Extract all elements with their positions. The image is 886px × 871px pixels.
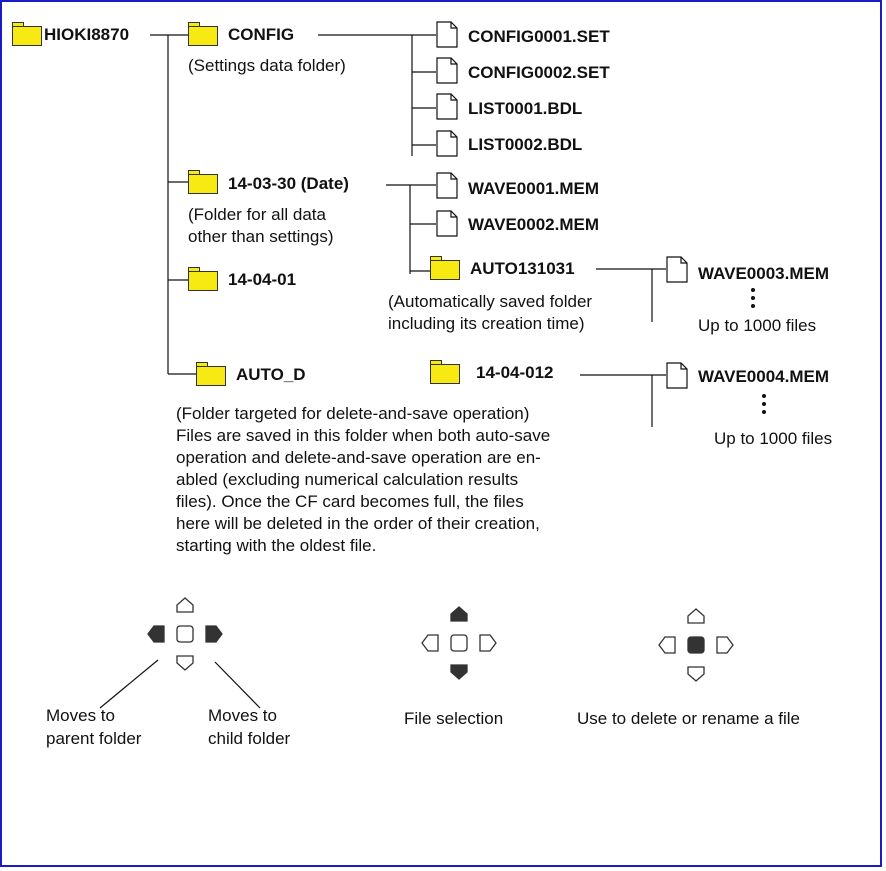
file-icon	[436, 210, 458, 237]
auto-file-label: WAVE0003.MEM	[698, 264, 830, 283]
auto-file-limit: Up to 1000 files	[698, 316, 817, 335]
auto-d-sub-folder-icon	[430, 360, 460, 384]
date-folder-label: 14-03-30 (Date)	[228, 174, 349, 193]
config-file-3: LIST0001.BDL	[468, 99, 583, 118]
file-icon	[436, 93, 458, 120]
date-folder-description: (Folder for all data other than settings…	[188, 205, 334, 246]
root-folder-icon	[12, 22, 42, 46]
delete-rename-caption: Use to delete or rename a file	[577, 709, 801, 728]
more-files-dots	[751, 288, 755, 312]
more-files-dots	[762, 394, 766, 418]
auto-d-description: (Folder targeted for delete-and-save ope…	[176, 404, 551, 555]
file-icon	[666, 256, 688, 283]
config-file-1: CONFIG0001.SET	[468, 27, 610, 46]
config-file-2: CONFIG0002.SET	[468, 63, 610, 82]
config-description: (Settings data folder)	[188, 56, 346, 75]
second-date-folder-label: 14-04-01	[228, 270, 297, 289]
file-icon	[436, 130, 458, 157]
auto-d-sub-folder-label: 14-04-012	[476, 363, 554, 382]
config-file-4: LIST0002.BDL	[468, 135, 583, 154]
child-folder-caption: Moves to child folder	[208, 706, 291, 748]
date-file-1: WAVE0001.MEM	[468, 179, 600, 198]
auto-d-file-label: WAVE0004.MEM	[698, 367, 830, 386]
keypad-center-icon	[658, 608, 734, 682]
config-folder-icon	[188, 22, 218, 46]
date-file-2: WAVE0002.MEM	[468, 215, 600, 234]
file-icon	[436, 57, 458, 84]
auto-d-file-limit: Up to 1000 files	[714, 429, 833, 448]
second-date-folder-icon	[188, 267, 218, 291]
date-folder-icon	[188, 170, 218, 194]
auto-d-folder-label: AUTO_D	[236, 365, 306, 384]
root-folder-label: HIOKI8870	[44, 25, 130, 44]
file-selection-caption: File selection	[404, 709, 504, 728]
auto-d-folder-icon	[196, 362, 226, 386]
keypad-left-right-icon	[147, 597, 223, 671]
file-icon	[666, 362, 688, 389]
auto-folder-icon	[430, 256, 460, 280]
auto-folder-description: (Automatically saved folder including it…	[388, 292, 593, 333]
keypad-up-down-icon	[421, 606, 497, 680]
config-folder-label: CONFIG	[228, 25, 295, 44]
file-icon	[436, 172, 458, 199]
file-icon	[436, 21, 458, 48]
parent-folder-caption: Moves to parent folder	[46, 706, 142, 748]
auto-folder-label: AUTO131031	[470, 259, 575, 278]
